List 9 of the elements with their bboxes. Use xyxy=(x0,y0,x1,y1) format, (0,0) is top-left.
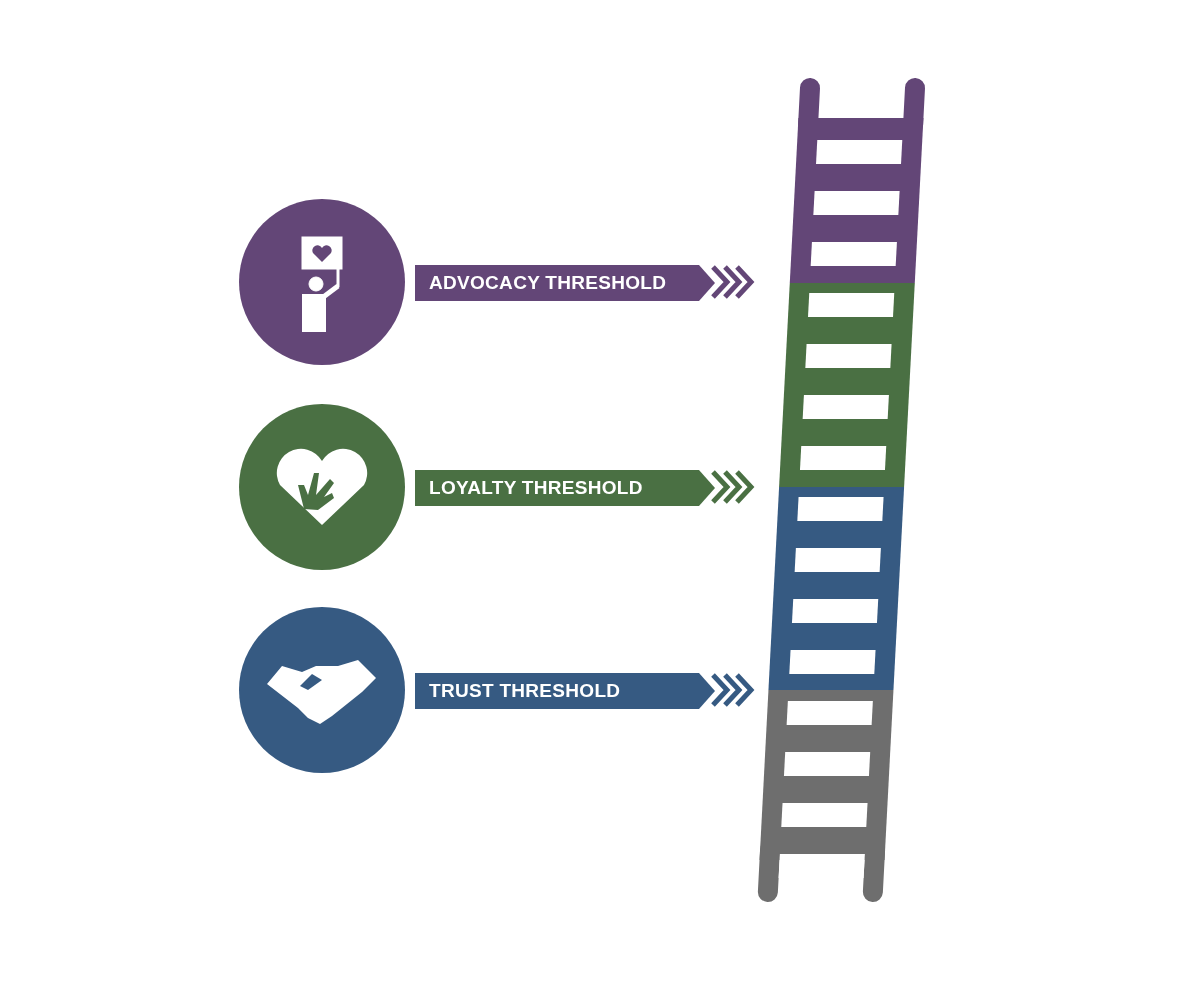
threshold-label: TRUST THRESHOLD xyxy=(429,680,621,702)
threshold-banner xyxy=(415,265,715,301)
threshold-label: ADVOCACY THRESHOLD xyxy=(429,272,667,294)
chevron-arrow xyxy=(710,264,755,300)
threshold-banner xyxy=(415,470,715,506)
chevron-arrow xyxy=(710,672,755,708)
chevron-arrow xyxy=(710,469,755,505)
threshold-label: LOYALTY THRESHOLD xyxy=(429,477,643,499)
threshold-banner xyxy=(415,673,715,709)
